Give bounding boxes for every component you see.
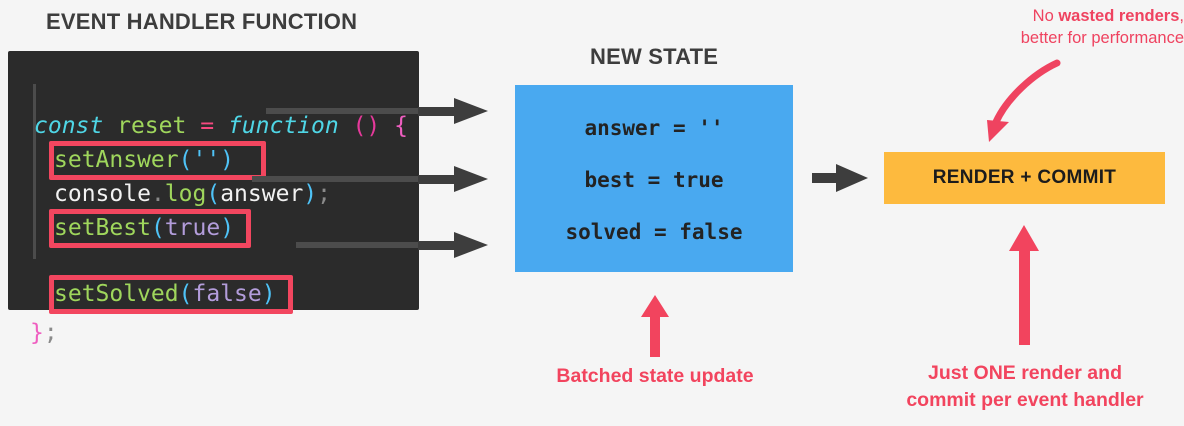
note-no-wasted-line2: better for performance [1020, 29, 1184, 47]
token-reset: reset [117, 113, 187, 139]
highlight-box-set-best [49, 209, 251, 248]
note-no-wasted-renders: No wasted renders, better for performanc… [918, 5, 1184, 49]
token-empty-string-args: ('') [178, 147, 235, 173]
render-commit-label: RENDER + COMMIT [932, 167, 1117, 188]
token-true: true [164, 215, 221, 241]
token-const: const [34, 113, 104, 139]
highlight-box-set-solved [49, 275, 293, 314]
token-setsolved: setSolved [54, 281, 179, 307]
event-handler-heading: EVENT HANDLER FUNCTION [46, 9, 358, 34]
caption-just-one-render: Just ONE render and commit per event han… [878, 360, 1172, 414]
token-setbest: setBest [54, 215, 151, 241]
code-line-console-log: console.log(answer); [54, 183, 331, 206]
token-false-close: ) [261, 281, 276, 307]
caption-batched-state-update: Batched state update [556, 365, 754, 387]
token-dot: . [150, 181, 165, 207]
token-false: false [192, 281, 262, 307]
token-true-open: ( [150, 215, 165, 241]
token-console: console [54, 181, 151, 207]
note-no-wasted-prefix: No [1032, 7, 1059, 25]
token-function: function [227, 113, 339, 139]
note-no-wasted-bold: wasted renders [1058, 7, 1180, 25]
token-semicolon: ; [317, 181, 332, 207]
code-line-set-solved: setSolved(false) [54, 283, 276, 306]
arrow-set-answer-to-state [266, 98, 488, 124]
arrow-set-solved-to-state [296, 232, 488, 258]
new-state-heading: NEW STATE [590, 44, 719, 69]
curved-arrow-to-render-box [987, 59, 1061, 142]
token-open-brace: { [394, 113, 408, 139]
token-false-open: ( [178, 281, 193, 307]
arrow-batched-state-update [641, 295, 669, 357]
token-close-brace: } [30, 320, 44, 346]
token-equals: = [200, 113, 215, 139]
code-line-declaration: const reset = function () { [34, 115, 408, 138]
arrow-set-best-to-state [252, 166, 488, 192]
arrow-one-render-commit [1009, 225, 1039, 345]
token-true-close: ) [220, 215, 235, 241]
caption-just-one-line1: Just ONE render and [928, 362, 1122, 384]
new-state-box: answer = '' best = true solved = false [515, 85, 793, 272]
code-indent-guide [33, 84, 36, 259]
arrow-state-to-render [812, 164, 868, 192]
state-value-best: best = true [584, 168, 724, 192]
token-log: log [164, 181, 207, 207]
token-answer: answer [220, 181, 304, 207]
caption-just-one-line2: commit per event handler [906, 389, 1144, 411]
token-close-paren: ) [303, 181, 318, 207]
state-value-answer: answer = '' [584, 116, 724, 140]
token-parens: () [352, 113, 381, 139]
code-line-closing: }; [30, 322, 58, 345]
code-line-set-answer: setAnswer('') [54, 149, 234, 172]
code-line-set-best: setBest(true) [54, 217, 234, 240]
note-no-wasted-suffix: , [1179, 7, 1184, 25]
state-value-solved: solved = false [565, 220, 743, 244]
render-commit-box: RENDER + COMMIT [884, 152, 1165, 204]
token-open-paren: ( [206, 181, 221, 207]
highlight-box-set-answer [49, 141, 266, 180]
token-end-semicolon: ; [43, 320, 58, 346]
token-setanswer: setAnswer [54, 147, 179, 173]
